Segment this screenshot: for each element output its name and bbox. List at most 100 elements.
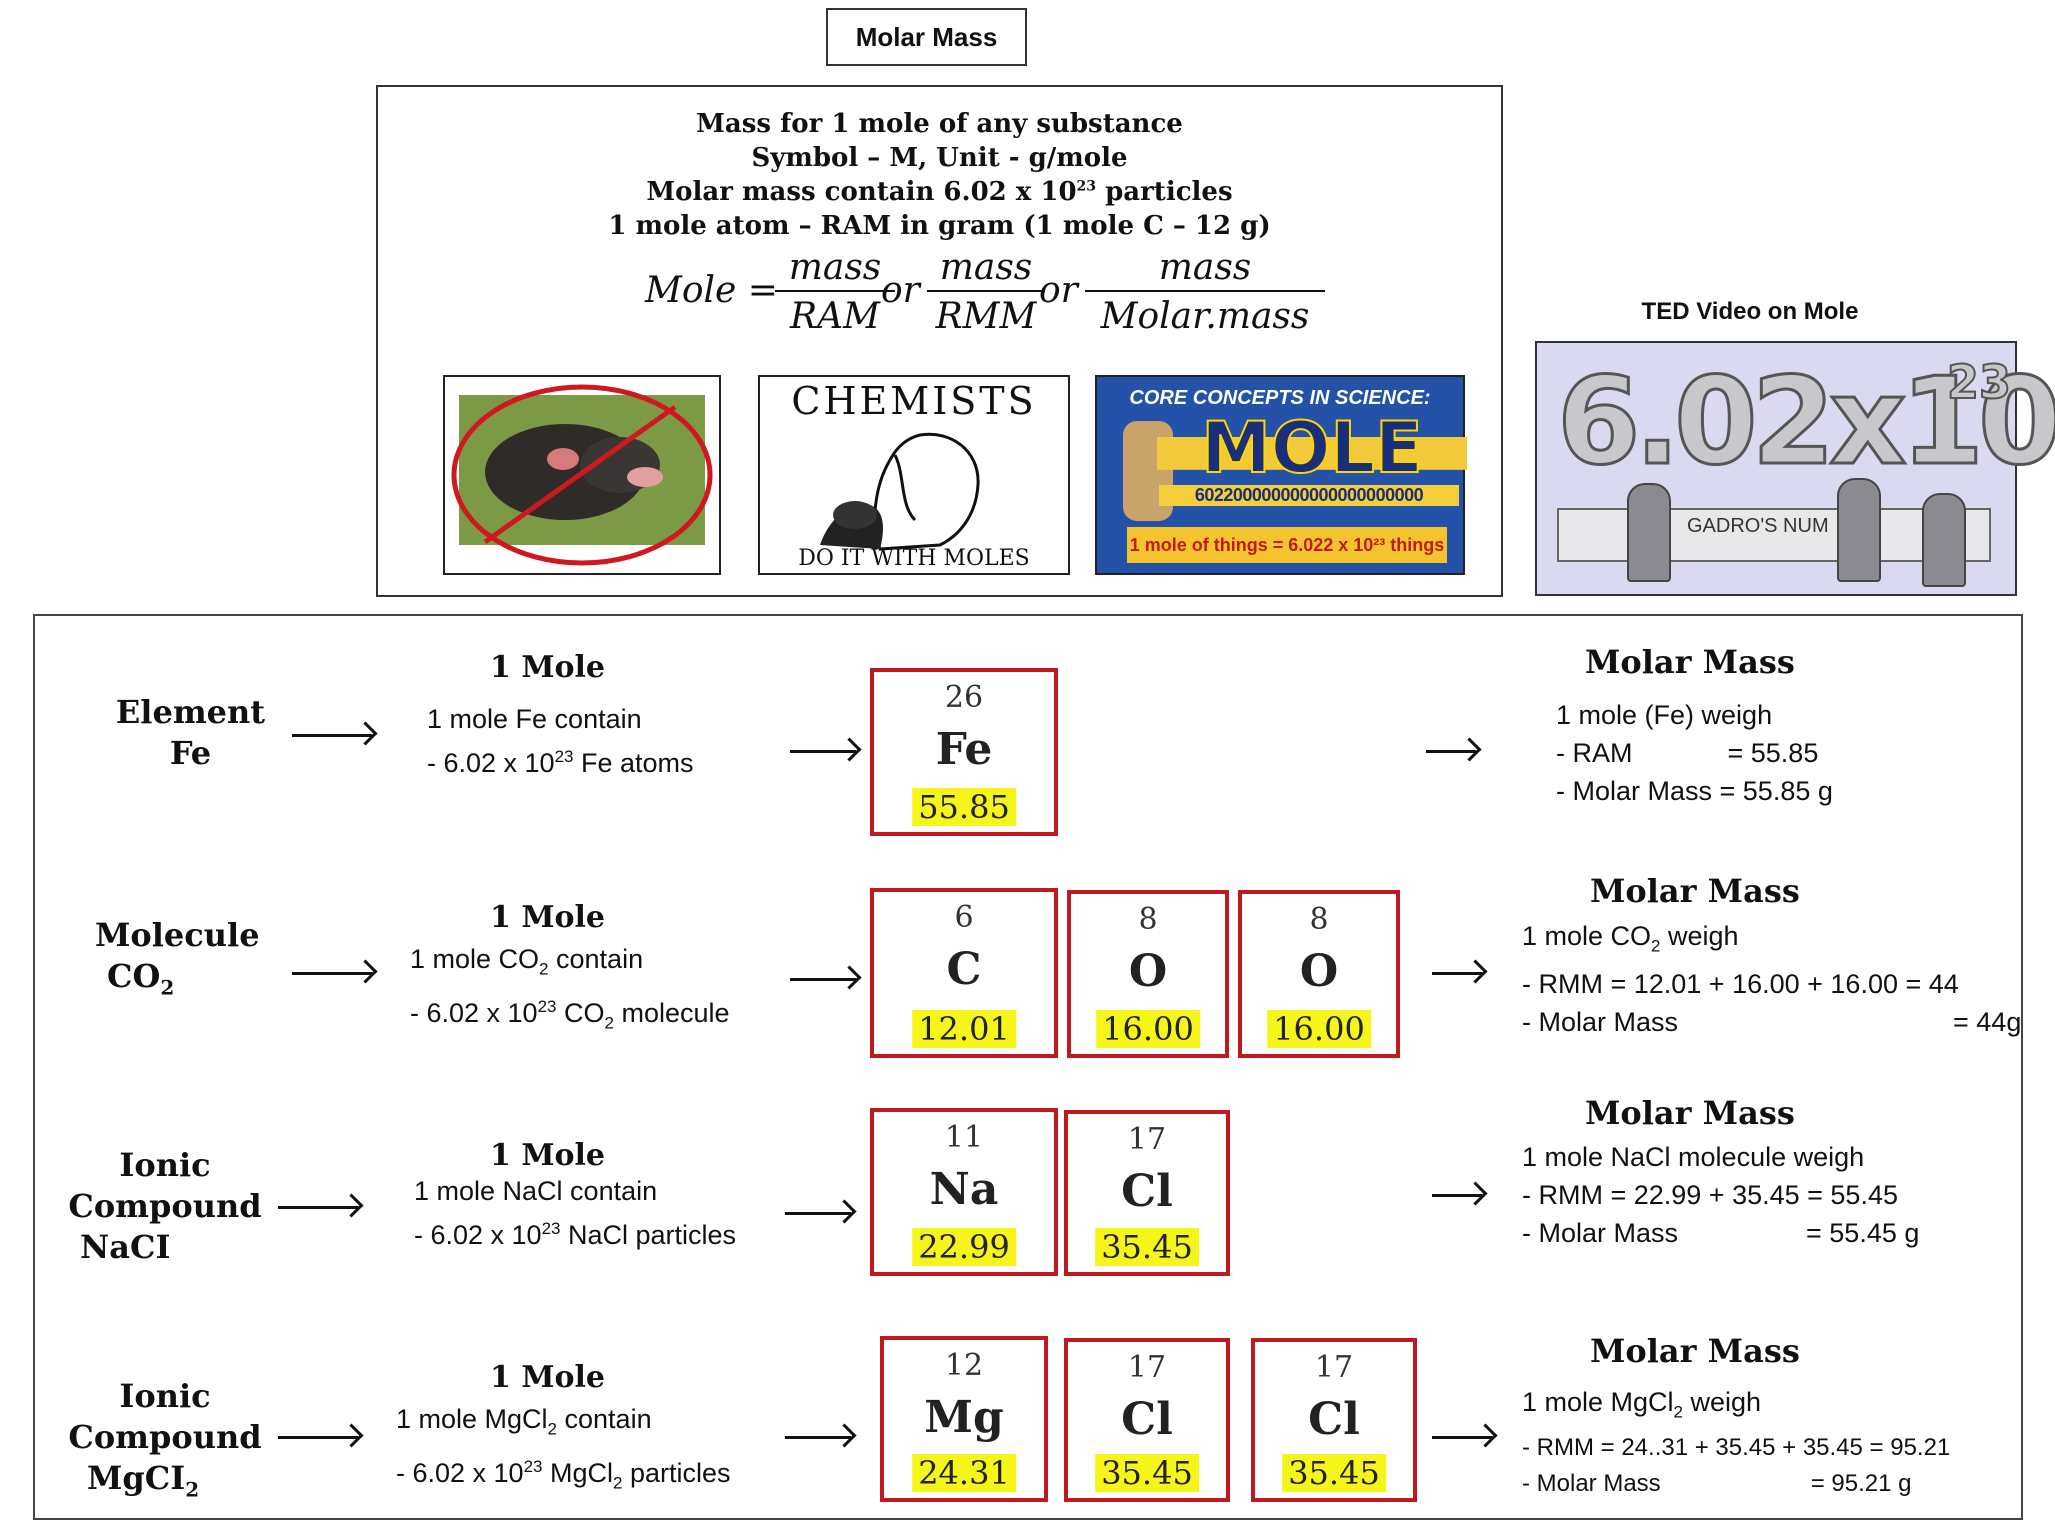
cartoon-figure xyxy=(1922,493,1966,587)
arrow-icon xyxy=(790,750,856,753)
co2-molar-mass-text: 1 mole CO2 weigh - RMM = 12.01 + 16.00 +… xyxy=(1522,921,2022,1038)
fraction-denominator: RMM xyxy=(935,296,1037,337)
core-concepts-mole-image: CORE CONCEPTS IN SCIENCE: MOLE 602200000… xyxy=(1095,375,1467,575)
avogadro-number: 6.02x10 xyxy=(1555,352,2055,494)
chemists-caption: DO IT WITH MOLES xyxy=(798,546,1030,571)
co2-mole-text: 1 mole CO2 contain - 6.02 x 1023 CO2 mol… xyxy=(410,944,730,1033)
element-tile-mg: 12 Mg 24.31 xyxy=(880,1336,1048,1502)
definition-line-3: Molar mass contain 6.02 x 1023 particles xyxy=(646,177,1233,207)
atomic-number: 12 xyxy=(944,1348,984,1383)
chemists-cartoon-image: CHEMISTS DO IT WITH MOLES xyxy=(758,375,1070,575)
fe-mole-text: 1 mole Fe contain - 6.02 x 1023 Fe atoms xyxy=(427,704,694,778)
fraction-denominator: Molar.mass xyxy=(1100,296,1310,337)
element-tile-fe: 26 Fe 55.85 xyxy=(870,668,1058,836)
definition-panel: Mass for 1 mole of any substance Symbol … xyxy=(376,85,1503,597)
avogadro-exponent: 23 xyxy=(1946,354,2012,410)
element-tile-cl: 17 Cl 35.45 xyxy=(1064,1110,1230,1276)
atomic-mass: 24.31 xyxy=(912,1454,1016,1492)
atomic-mass: 16.00 xyxy=(1267,1010,1371,1048)
chemists-heading: CHEMISTS xyxy=(791,379,1037,423)
mgcl2-mole-text: 1 mole MgCl2 contain - 6.02 x 1023 MgCl2… xyxy=(396,1404,731,1493)
cartoon-figure xyxy=(1627,483,1671,582)
arrow-icon xyxy=(278,1436,358,1439)
fraction-numerator: mass xyxy=(1085,246,1325,292)
mole-heading: 1 Mole xyxy=(490,900,606,935)
atomic-mass: 22.99 xyxy=(912,1228,1016,1266)
ted-video-thumbnail[interactable]: 6.02x10 23 GADRO'S NUM xyxy=(1535,341,2055,596)
element-symbol: Mg xyxy=(924,1392,1004,1443)
mole-word: MOLE xyxy=(1157,406,1467,490)
arrow-icon xyxy=(1432,1194,1482,1197)
element-symbol: O xyxy=(1299,946,1339,997)
atomic-number: 8 xyxy=(1138,902,1158,937)
arrow-icon xyxy=(292,734,372,737)
mole-digits: 602200000000000000000000 xyxy=(1159,485,1459,506)
formula-fraction-rmm: mass RMM xyxy=(927,246,1045,342)
arrow-icon xyxy=(292,972,372,975)
atomic-mass: 35.45 xyxy=(1095,1454,1199,1492)
definition-line-4: 1 mole atom – RAM in gram (1 mole C – 12… xyxy=(608,211,1271,241)
arrow-icon xyxy=(785,1212,851,1215)
mole-formula: Mole = mass RAM or mass RMM or mass Mola… xyxy=(645,246,1325,346)
atomic-mass: 12.01 xyxy=(912,1010,1016,1048)
cartoon-figure xyxy=(1837,478,1881,582)
mole-things-caption: 1 mole of things = 6.022 x 10²³ things xyxy=(1127,527,1447,563)
fraction-numerator: mass xyxy=(775,246,895,292)
formula-fraction-ram: mass RAM xyxy=(775,246,895,342)
atomic-number: 17 xyxy=(1314,1350,1354,1385)
mole-heading: 1 Mole xyxy=(490,1360,606,1395)
examples-panel xyxy=(33,614,2023,1520)
atomic-number: 17 xyxy=(1127,1350,1167,1385)
molar-mass-heading: Molar Mass xyxy=(1585,1094,1795,1132)
element-tile-cl: 17 Cl 35.45 xyxy=(1251,1338,1417,1502)
ted-banner-text: GADRO'S NUM xyxy=(1687,515,1829,537)
element-tile-c: 6 C 12.01 xyxy=(870,888,1058,1058)
arrow-icon xyxy=(1432,1436,1492,1439)
arrow-icon xyxy=(278,1206,358,1209)
nacl-mole-text: 1 mole NaCl contain - 6.02 x 1023 NaCl p… xyxy=(414,1176,737,1250)
arrow-icon xyxy=(1426,750,1476,753)
atomic-number: 11 xyxy=(944,1120,984,1155)
definition-line-1: Mass for 1 mole of any substance xyxy=(696,109,1183,139)
core-concepts-heading: CORE CONCEPTS IN SCIENCE: xyxy=(1129,387,1431,409)
arrow-icon xyxy=(790,978,856,981)
mgcl2-molar-mass-text: 1 mole MgCl2 weigh - RMM = 24..31 + 35.4… xyxy=(1522,1387,1951,1498)
molar-mass-heading: Molar Mass xyxy=(1590,872,1800,910)
atomic-mass: 16.00 xyxy=(1096,1010,1200,1048)
arrow-icon xyxy=(785,1436,851,1439)
atomic-number: 8 xyxy=(1309,902,1329,937)
formula-or: or xyxy=(881,270,920,311)
element-symbol: Cl xyxy=(1121,1394,1173,1445)
atomic-mass: 35.45 xyxy=(1282,1454,1386,1492)
mole-heading: 1 Mole xyxy=(490,1138,606,1173)
element-symbol: Fe xyxy=(935,724,993,775)
mole-heading: 1 Mole xyxy=(490,650,606,685)
element-tile-o: 8 O 16.00 xyxy=(1067,890,1229,1058)
no-mole-animal-image xyxy=(443,375,721,575)
element-symbol: Cl xyxy=(1308,1394,1360,1445)
definition-line-2: Symbol – M, Unit - g/mole xyxy=(751,143,1128,173)
atomic-number: 6 xyxy=(954,900,974,935)
element-symbol: O xyxy=(1128,946,1168,997)
element-symbol: Cl xyxy=(1121,1166,1173,1217)
formula-fraction-molar-mass: mass Molar.mass xyxy=(1085,246,1325,342)
arrow-icon xyxy=(1432,972,1482,975)
atomic-number: 26 xyxy=(944,680,984,715)
ted-video-label: TED Video on Mole xyxy=(1641,298,1859,325)
page-title: Molar Mass xyxy=(826,8,1027,66)
formula-lhs: Mole = xyxy=(645,270,778,311)
fraction-denominator: RAM xyxy=(790,296,880,337)
element-tile-cl: 17 Cl 35.45 xyxy=(1064,1338,1230,1502)
molar-mass-heading: Molar Mass xyxy=(1590,1332,1800,1370)
element-tile-o: 8 O 16.00 xyxy=(1238,890,1400,1058)
fe-molar-mass-text: 1 mole (Fe) weigh - RAM= 55.85 - Molar M… xyxy=(1556,700,1833,806)
atomic-number: 17 xyxy=(1127,1122,1167,1157)
atomic-mass: 35.45 xyxy=(1095,1228,1199,1266)
element-tile-na: 11 Na 22.99 xyxy=(870,1108,1058,1276)
nacl-molar-mass-text: 1 mole NaCl molecule weigh - RMM = 22.99… xyxy=(1522,1142,1920,1248)
molar-mass-heading: Molar Mass xyxy=(1585,643,1795,681)
